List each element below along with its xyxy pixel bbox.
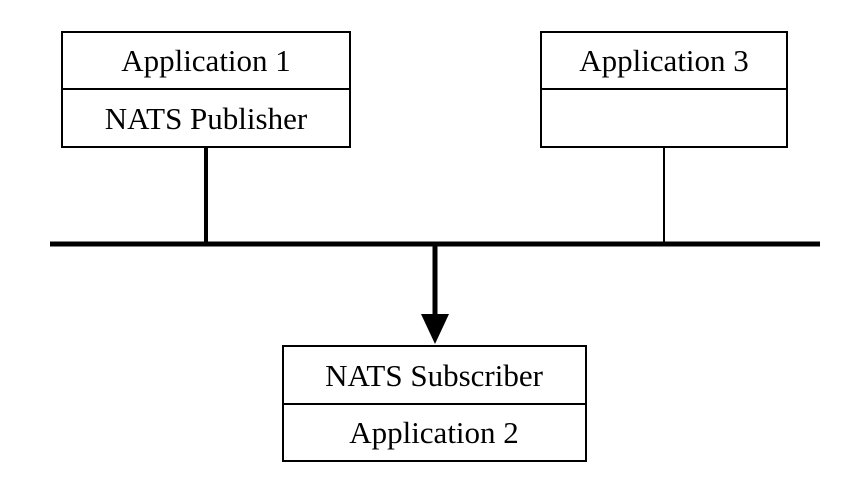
app1-role: NATS Publisher (105, 101, 308, 136)
app2-node: NATS Subscriber Application 2 (282, 345, 587, 462)
app2-role: NATS Subscriber (325, 358, 544, 393)
app3-node: Application 3 (540, 31, 788, 148)
app3-role-cell (540, 88, 788, 148)
app1-title: Application 1 (121, 43, 291, 78)
app3-title: Application 3 (579, 43, 749, 78)
app2-title-cell (282, 403, 587, 462)
app1-node: Application 1 NATS Publisher (61, 31, 351, 148)
arrow-down-icon (421, 314, 449, 344)
app2-title: Application 2 (349, 415, 519, 450)
